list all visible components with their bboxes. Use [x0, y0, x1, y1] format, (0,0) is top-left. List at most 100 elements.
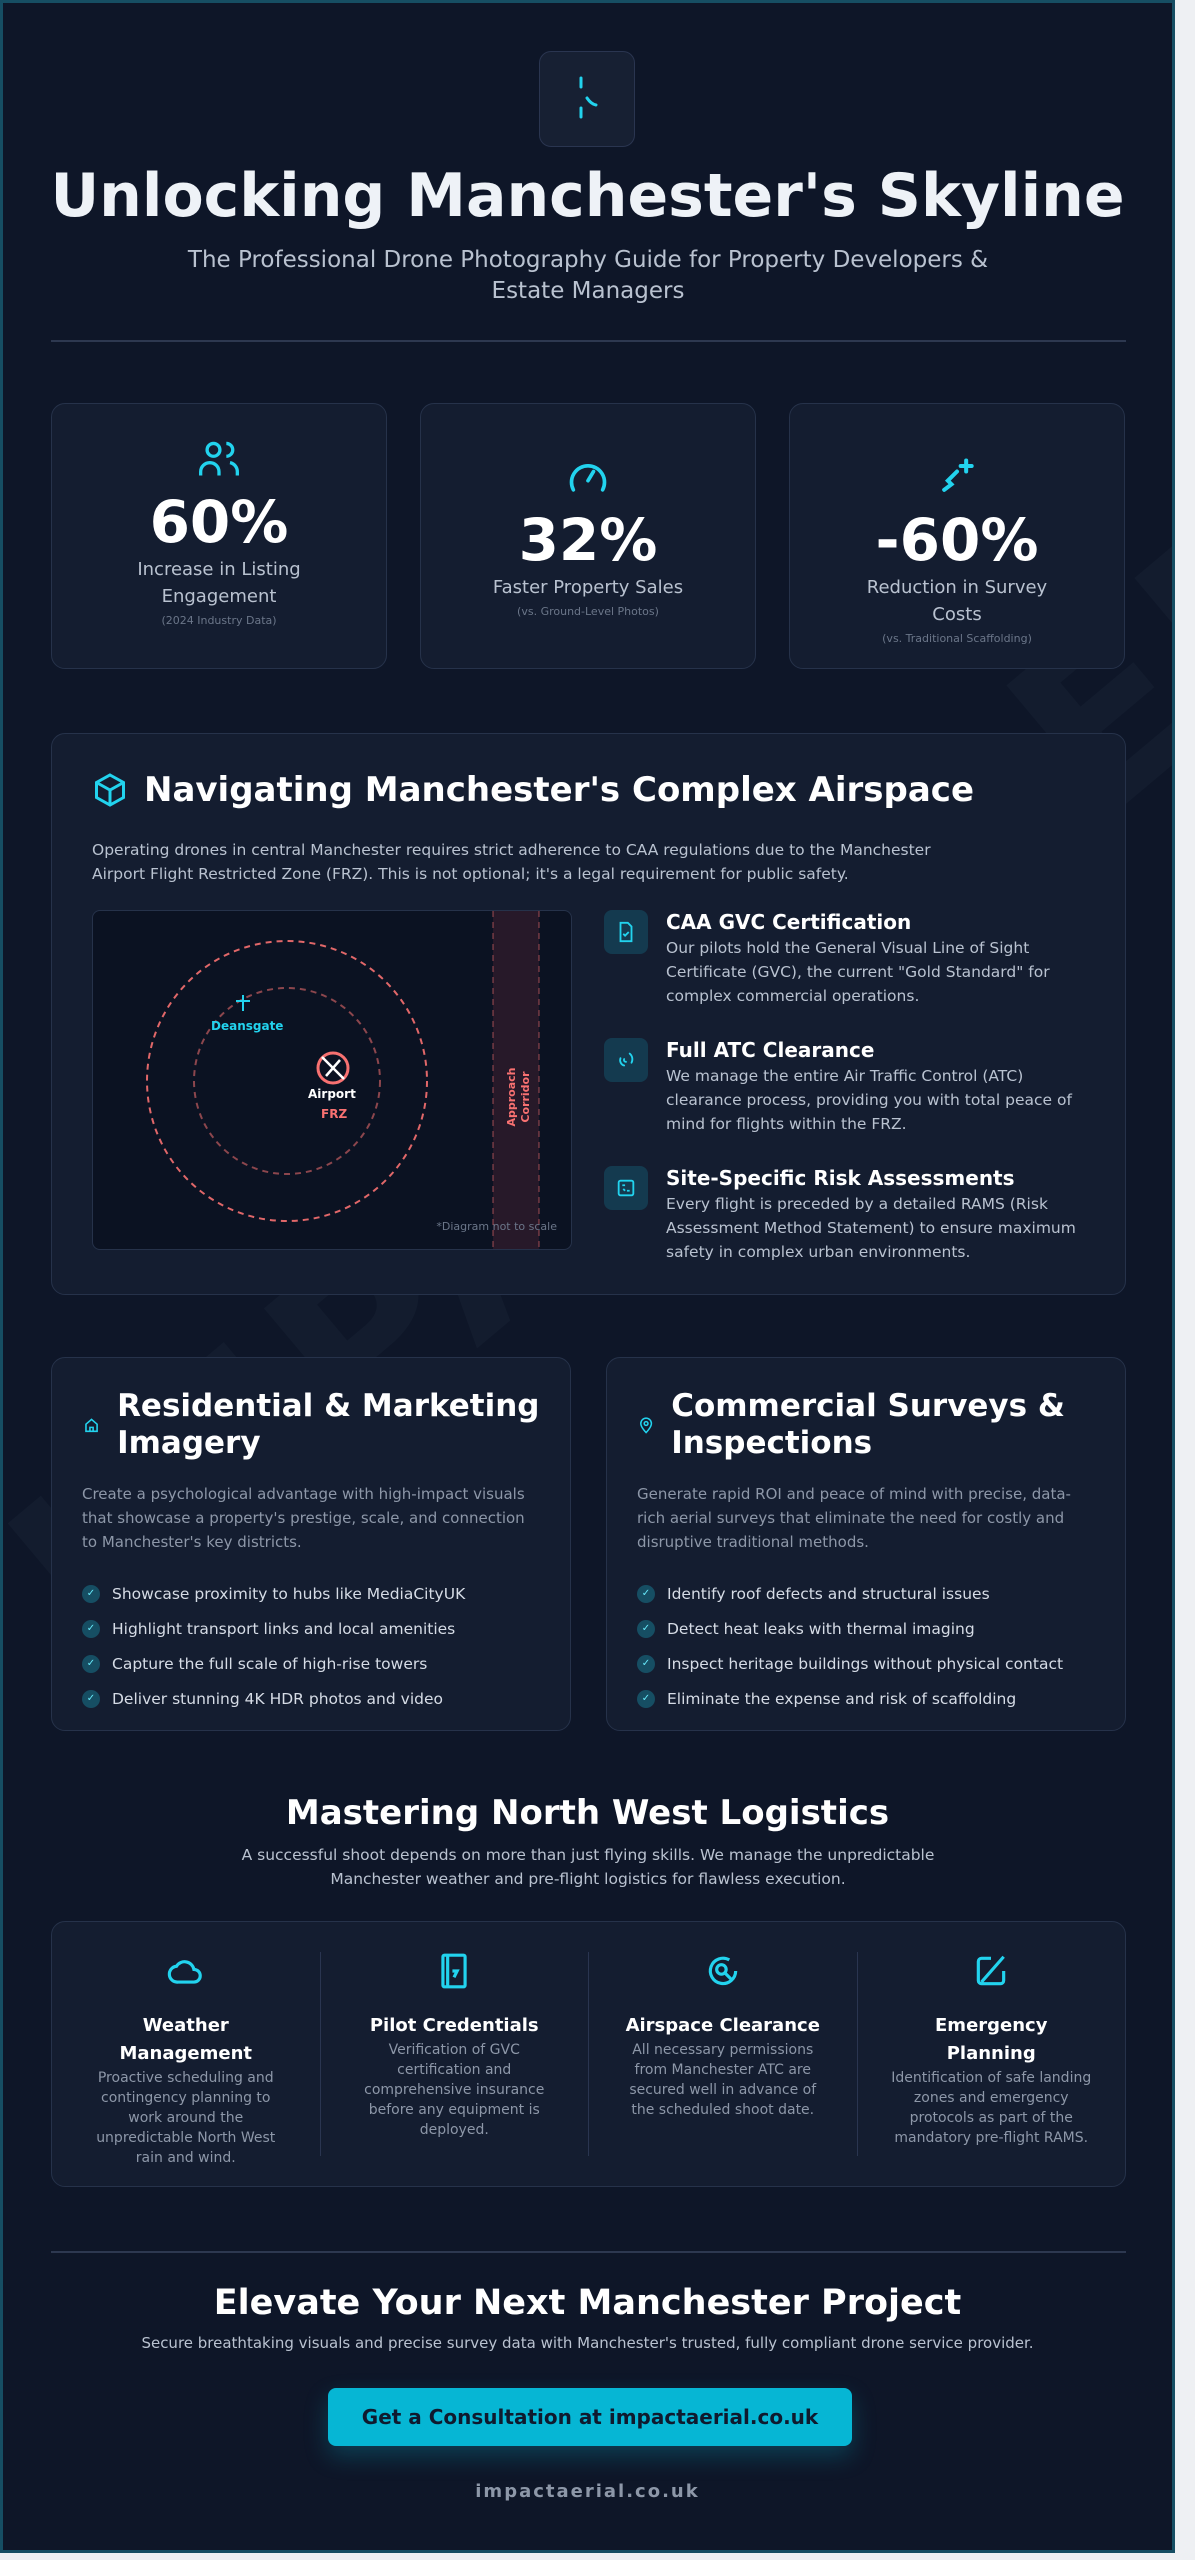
divider [51, 340, 1126, 342]
footer-link[interactable]: impactaerial.co.uk [475, 2481, 700, 2502]
stat-label: Increase in Listing Engagement [137, 559, 301, 607]
no-fly-icon [316, 1051, 350, 1085]
assessment-icon [617, 1179, 635, 1197]
home-icon [85, 1418, 98, 1433]
list-item: ✓ Identify roof defects and structural is… [637, 1576, 1095, 1611]
logistics-item-text: Proactive scheduling and contingency pla… [96, 2070, 276, 2166]
list-item: ✓ Highlight transport links and local ame… [82, 1611, 540, 1646]
check-icon: ✓ [82, 1654, 100, 1673]
list-item-text: Highlight transport links and local amen… [112, 1619, 456, 1638]
service-title: Residential & Marketing Imagery [117, 1388, 540, 1461]
section-intro: Operating drones in central Manchester r… [92, 841, 931, 883]
deansgate-label: Deansgate [211, 1019, 284, 1033]
stat-note: (vs. Ground-Level Photos) [517, 605, 659, 618]
feature-text: Every flight is preceded by a detailed R… [666, 1195, 1076, 1261]
list-item-text: Detect heat leaks with thermal imaging [667, 1619, 975, 1638]
logistics-item-text: All necessary permissions from Mancheste… [629, 2042, 817, 2118]
cta-subtitle: Secure breathtaking visuals and precise … [141, 2334, 1034, 2352]
airport-label: Airport [308, 1087, 356, 1101]
stat-note: (vs. Traditional Scaffolding) [882, 632, 1032, 645]
cta-title: Elevate Your Next Manchester Project [213, 2283, 962, 2323]
list-item-text: Showcase proximity to hubs like MediaCit… [112, 1584, 466, 1603]
logo-box [539, 51, 635, 147]
service-card-commercial: Commercial Surveys & Inspections Generat… [606, 1357, 1126, 1731]
list-item: ✓Inspect heritage buildings without phys… [637, 1646, 1095, 1681]
stat-value: 60% [149, 488, 289, 556]
list-item: ✓ Capture the full scale of high-rise tow… [82, 1646, 540, 1681]
list-item-text: Deliver stunning 4K HDR photos and video [112, 1689, 443, 1708]
airspace-section: Navigating Manchester's Complex Airspace… [51, 733, 1126, 1295]
page-subtitle: The Professional Drone Photography Guide… [187, 247, 989, 304]
logistics-item-title: Weather Management [119, 2015, 253, 2064]
stat-label: Faster Property Sales [492, 577, 684, 598]
stat-label: Reduction in Survey Costs [866, 577, 1048, 625]
users-icon [199, 441, 239, 476]
feature-item: Full ATC Clearance We manage the entire A… [604, 1038, 1085, 1136]
logistics-item-text: Identification of safe landing zones and… [891, 2070, 1092, 2146]
service-list: ✓ Identify roof defects and structural is… [637, 1576, 1095, 1716]
frz-rings [146, 911, 540, 1249]
logistics-item-title: Airspace Clearance [625, 2015, 820, 2036]
corridor-label: Approach Corridor [505, 1067, 532, 1127]
service-list: ✓ Showcase proximity to hubs like MediaCi… [82, 1576, 540, 1716]
radio-icon [619, 1052, 634, 1067]
logistics-subtitle: A successful shoot depends on more than … [241, 1846, 935, 1888]
stat-value: 32% [518, 506, 658, 574]
list-item: ✓ Eliminate the expense and risk of scaff… [637, 1681, 1095, 1716]
check-icon: ✓ [637, 1584, 655, 1603]
emergency-icon [977, 1955, 1006, 1986]
location-icon [236, 995, 250, 1011]
list-item-text: Eliminate the expense and risk of scaffo… [667, 1689, 1017, 1708]
radar-icon [708, 1956, 737, 1986]
service-text: Generate rapid ROI and peace of mind wit… [637, 1485, 1071, 1551]
stat-note: (2024 Industry Data) [161, 614, 277, 627]
stat-card: -60% Reduction in Survey Costs (vs. Trad… [789, 403, 1125, 669]
cloud-icon [167, 1960, 202, 1984]
airspace-diagram: Deansgate Airport FRZ Approach Corridor … [92, 910, 572, 1250]
consultation-button[interactable]: Get a Consultation at impactaerial.co.uk [328, 2388, 852, 2446]
stat-card: 32% Faster Property Sales (vs. Ground-Le… [420, 403, 756, 669]
check-icon: ✓ [637, 1654, 655, 1673]
drone-icon [579, 76, 598, 119]
check-icon: ✓ [82, 1689, 100, 1708]
feature-text: Our pilots hold the General Visual Line … [666, 939, 1050, 1005]
diagram-note: *Diagram not to scale [436, 1220, 557, 1233]
stat-card: 60% Increase in Listing Engagement (2024… [51, 403, 387, 669]
certificate-icon [619, 921, 633, 943]
logistics-item-title: Emergency Planning [935, 2015, 1048, 2064]
check-icon: ✓ [82, 1619, 100, 1638]
list-item: ✓ Deliver stunning 4K HDR photos and vide… [82, 1681, 540, 1716]
list-item-text: Capture the full scale of high-rise towe… [112, 1654, 428, 1673]
feature-title: CAA GVC Certification [666, 910, 912, 934]
list-item-text: Identify roof defects and structural iss… [667, 1584, 990, 1603]
check-icon: ✓ [637, 1619, 655, 1638]
sparkle-icon [942, 458, 974, 492]
list-item: ✓ Detect heat leaks with thermal imaging [637, 1611, 1095, 1646]
logistics-title: Mastering North West Logistics [285, 1793, 890, 1833]
section-title: Navigating Manchester's Complex Airspace [144, 770, 975, 810]
stat-value: -60% [875, 506, 1039, 574]
feature-title: Site-Specific Risk Assessments [666, 1166, 1015, 1190]
logistics-item-text: Verification of GVC certification and co… [364, 2042, 545, 2138]
page-title: Unlocking Manchester's Skyline [50, 161, 1125, 231]
map-pin-icon [640, 1417, 653, 1434]
divider [51, 2251, 1126, 2253]
service-text: Create a psychological advantage with hi… [82, 1485, 525, 1551]
cube-icon [95, 773, 125, 807]
feature-title: Full ATC Clearance [666, 1038, 875, 1062]
check-icon: ✓ [637, 1689, 655, 1708]
frz-label: FRZ [321, 1107, 348, 1121]
list-item: ✓ Showcase proximity to hubs like MediaCi… [82, 1576, 540, 1611]
gauge-icon [569, 463, 607, 492]
feature-text: We manage the entire Air Traffic Control… [666, 1067, 1072, 1133]
check-icon: ✓ [82, 1584, 100, 1603]
